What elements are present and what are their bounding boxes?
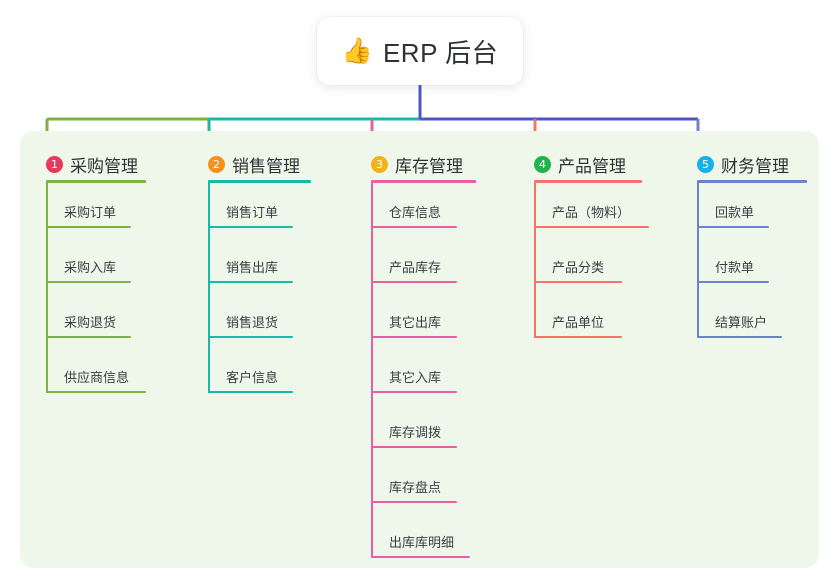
branch-leaf-item[interactable]: 结算账户 bbox=[715, 315, 768, 330]
branch-trunk-line bbox=[534, 182, 536, 338]
branch-leaf-underline bbox=[371, 501, 457, 503]
branch-number-badge: 4 bbox=[534, 156, 551, 173]
branch-leaf-item[interactable]: 库存调拨 bbox=[389, 425, 442, 440]
branch-leaf-underline bbox=[371, 281, 457, 283]
root-node[interactable]: 👍 ERP 后台 bbox=[317, 17, 523, 85]
branch-leaf-item[interactable]: 其它入库 bbox=[389, 370, 442, 385]
branch-leaf-underline bbox=[208, 391, 293, 393]
branch-leaf-underline bbox=[46, 226, 131, 228]
branch-underline bbox=[46, 180, 146, 183]
branch-leaf-item[interactable]: 采购入库 bbox=[64, 260, 117, 275]
branch-header-5[interactable]: 5 财务管理 bbox=[697, 152, 789, 177]
root-node-label: ERP 后台 bbox=[382, 37, 499, 68]
branch-leaf-underline bbox=[371, 336, 457, 338]
branch-leaf-item[interactable]: 销售订单 bbox=[226, 205, 279, 220]
branch-header-4[interactable]: 4 产品管理 bbox=[534, 152, 626, 177]
branch-leaf-item[interactable]: 采购订单 bbox=[64, 205, 117, 220]
branch-underline bbox=[697, 180, 807, 183]
branch-leaf-item[interactable]: 出库库明细 bbox=[389, 535, 455, 550]
branch-title: 产品管理 bbox=[558, 157, 626, 176]
branch-number-badge: 5 bbox=[697, 156, 714, 173]
branch-leaf-item[interactable]: 产品单位 bbox=[552, 315, 605, 330]
branch-leaf-underline bbox=[208, 336, 293, 338]
branch-trunk-line bbox=[371, 182, 373, 558]
branch-leaf-underline bbox=[534, 281, 622, 283]
branch-leaf-underline bbox=[371, 226, 457, 228]
branch-leaf-item[interactable]: 产品（物料） bbox=[552, 205, 631, 220]
branch-leaf-underline bbox=[371, 391, 457, 393]
branch-title: 采购管理 bbox=[70, 157, 138, 176]
branch-leaf-underline bbox=[46, 391, 146, 393]
branch-leaf-item[interactable]: 付款单 bbox=[715, 260, 755, 275]
branch-leaf-underline bbox=[534, 336, 622, 338]
branch-leaf-item[interactable]: 销售出库 bbox=[226, 260, 279, 275]
branch-leaf-underline bbox=[697, 226, 769, 228]
branch-header-3[interactable]: 3 库存管理 bbox=[371, 152, 463, 177]
branch-leaf-underline bbox=[371, 556, 470, 558]
branch-leaf-item[interactable]: 库存盘点 bbox=[389, 480, 442, 495]
branch-number-badge: 2 bbox=[208, 156, 225, 173]
branch-leaf-underline bbox=[697, 281, 769, 283]
branch-trunk-line bbox=[208, 182, 210, 393]
branch-leaf-underline bbox=[46, 336, 131, 338]
branch-title: 销售管理 bbox=[232, 157, 300, 176]
branches-panel bbox=[20, 131, 819, 568]
branch-leaf-item[interactable]: 供应商信息 bbox=[64, 370, 130, 385]
root-node-content: 👍 ERP 后台 bbox=[342, 33, 498, 70]
branch-leaf-item[interactable]: 产品分类 bbox=[552, 260, 605, 275]
branch-leaf-underline bbox=[46, 281, 131, 283]
branch-leaf-item[interactable]: 采购退货 bbox=[64, 315, 117, 330]
branch-leaf-underline bbox=[208, 226, 293, 228]
branch-leaf-underline bbox=[697, 336, 782, 338]
branch-number-badge: 1 bbox=[46, 156, 63, 173]
branch-leaf-item[interactable]: 销售退货 bbox=[226, 315, 279, 330]
branch-leaf-item[interactable]: 客户信息 bbox=[226, 370, 279, 385]
branch-leaf-item[interactable]: 仓库信息 bbox=[389, 205, 442, 220]
branch-trunk-line bbox=[697, 182, 699, 338]
branch-leaf-underline bbox=[208, 281, 293, 283]
branch-number-badge: 3 bbox=[371, 156, 388, 173]
branch-underline bbox=[534, 180, 642, 183]
branch-leaf-item[interactable]: 回款单 bbox=[715, 205, 755, 220]
branch-leaf-item[interactable]: 产品库存 bbox=[389, 260, 442, 275]
branch-leaf-underline bbox=[534, 226, 649, 228]
branch-underline bbox=[208, 180, 311, 183]
branch-title: 财务管理 bbox=[721, 157, 789, 176]
branch-leaf-item[interactable]: 其它出库 bbox=[389, 315, 442, 330]
branch-header-2[interactable]: 2 销售管理 bbox=[208, 152, 300, 177]
branch-header-1[interactable]: 1 采购管理 bbox=[46, 152, 138, 177]
branch-underline bbox=[371, 180, 476, 183]
branch-title: 库存管理 bbox=[395, 157, 463, 176]
branch-trunk-line bbox=[46, 182, 48, 393]
thumbs-up-icon: 👍 bbox=[341, 36, 373, 65]
branch-leaf-underline bbox=[371, 446, 457, 448]
